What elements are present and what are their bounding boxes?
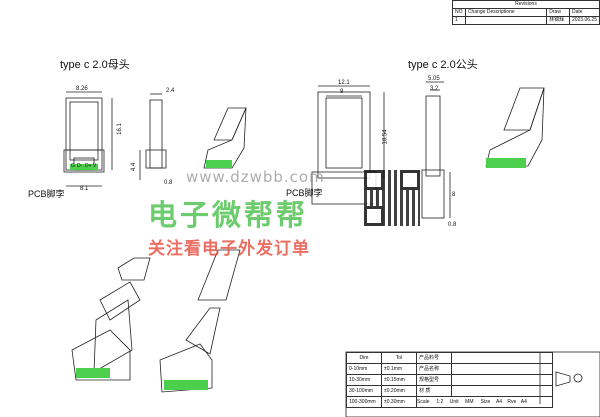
dim-height: 16.1	[116, 123, 123, 135]
tb-f1: 产品名称	[416, 363, 452, 375]
tb-t2: ±0.20mm	[381, 385, 417, 397]
rev-desc	[464, 16, 548, 25]
tb-rve: A4	[520, 399, 527, 405]
tb-h-tol: Tol	[381, 352, 417, 364]
revisions-block: Revisions NO Change Descriptione Draw Da…	[452, 0, 600, 25]
dim-pin-w: 0.8	[164, 180, 173, 186]
tb-f0: 产品料号	[416, 352, 452, 364]
dim-side-h: 8	[452, 192, 456, 198]
tb-t0: ±0.1mm	[381, 363, 417, 375]
qr-code	[364, 170, 420, 226]
tb-t3: ±0.30mm	[381, 396, 417, 408]
tb-t1: ±0.15mm	[381, 374, 417, 386]
male-side-body	[425, 95, 441, 177]
pcb-label-left: PCB脚孛	[28, 189, 65, 199]
female-front-body	[65, 97, 103, 171]
rev-date: 2023.06.25	[568, 16, 600, 25]
male-front-body	[317, 91, 371, 179]
bl-pins	[76, 368, 110, 378]
watermark-line2: 关注看电子外发订单	[148, 239, 310, 259]
tb-d2: 30-100mm	[346, 385, 382, 397]
dim-bottom-w: 8.1	[80, 186, 89, 192]
tb-d0: 0-10mm	[346, 363, 382, 375]
dim-width-top: 8.26	[76, 86, 88, 92]
dim-side-inner: 3.2	[430, 86, 439, 92]
dim-bottom-r: 0.8	[448, 222, 457, 228]
title-block: Dim Tol 产品料号 0-10mm ±0.1mm 产品名称 10-30mm …	[346, 352, 553, 408]
projection-symbol-icon	[573, 373, 583, 383]
tb-scale-label: Scale	[417, 399, 430, 405]
tb-f2: 规格型号	[416, 374, 452, 386]
dim-thick: 2.4	[166, 88, 175, 94]
tb-rve-label: Rve	[507, 399, 517, 405]
watermark-url: www.dzwbb.com	[186, 168, 325, 186]
right-title: type c 2.0公头	[408, 59, 478, 71]
bm-pins	[164, 380, 208, 390]
watermark-line1: 电子微帮帮	[148, 198, 309, 232]
left-title: type c 2.0母头	[60, 59, 130, 71]
tb-d3: 100-300mm	[346, 396, 382, 408]
pcb-label-right: PCB脚孛	[286, 188, 323, 198]
dim-inner: 9	[340, 89, 344, 95]
tb-h-dim: Dim	[346, 352, 382, 364]
dim-outer: 12.1	[338, 80, 350, 86]
tb-f3: 材 质	[416, 385, 452, 397]
female-side-body	[149, 99, 163, 169]
right-iso-pins	[486, 158, 526, 168]
tb-d1: 10-30mm	[346, 374, 382, 386]
dim-side-w: 5.05	[428, 76, 440, 82]
pin-g: G	[71, 163, 75, 169]
pin-v: V	[93, 163, 97, 169]
tb-size-label: Size	[480, 399, 491, 405]
tb-unit: MM	[465, 399, 474, 405]
pin-dp: D+	[85, 163, 92, 169]
pin-dm: D-	[77, 163, 83, 169]
tb-size: A4	[495, 399, 503, 405]
tb-unit-label: Unit	[449, 399, 459, 405]
tb-scale: 1:2	[436, 399, 444, 405]
dim-pin-h: 4.4	[131, 162, 138, 172]
dim-height-r: 18.54	[382, 129, 389, 145]
left-iso-pins	[206, 160, 232, 168]
